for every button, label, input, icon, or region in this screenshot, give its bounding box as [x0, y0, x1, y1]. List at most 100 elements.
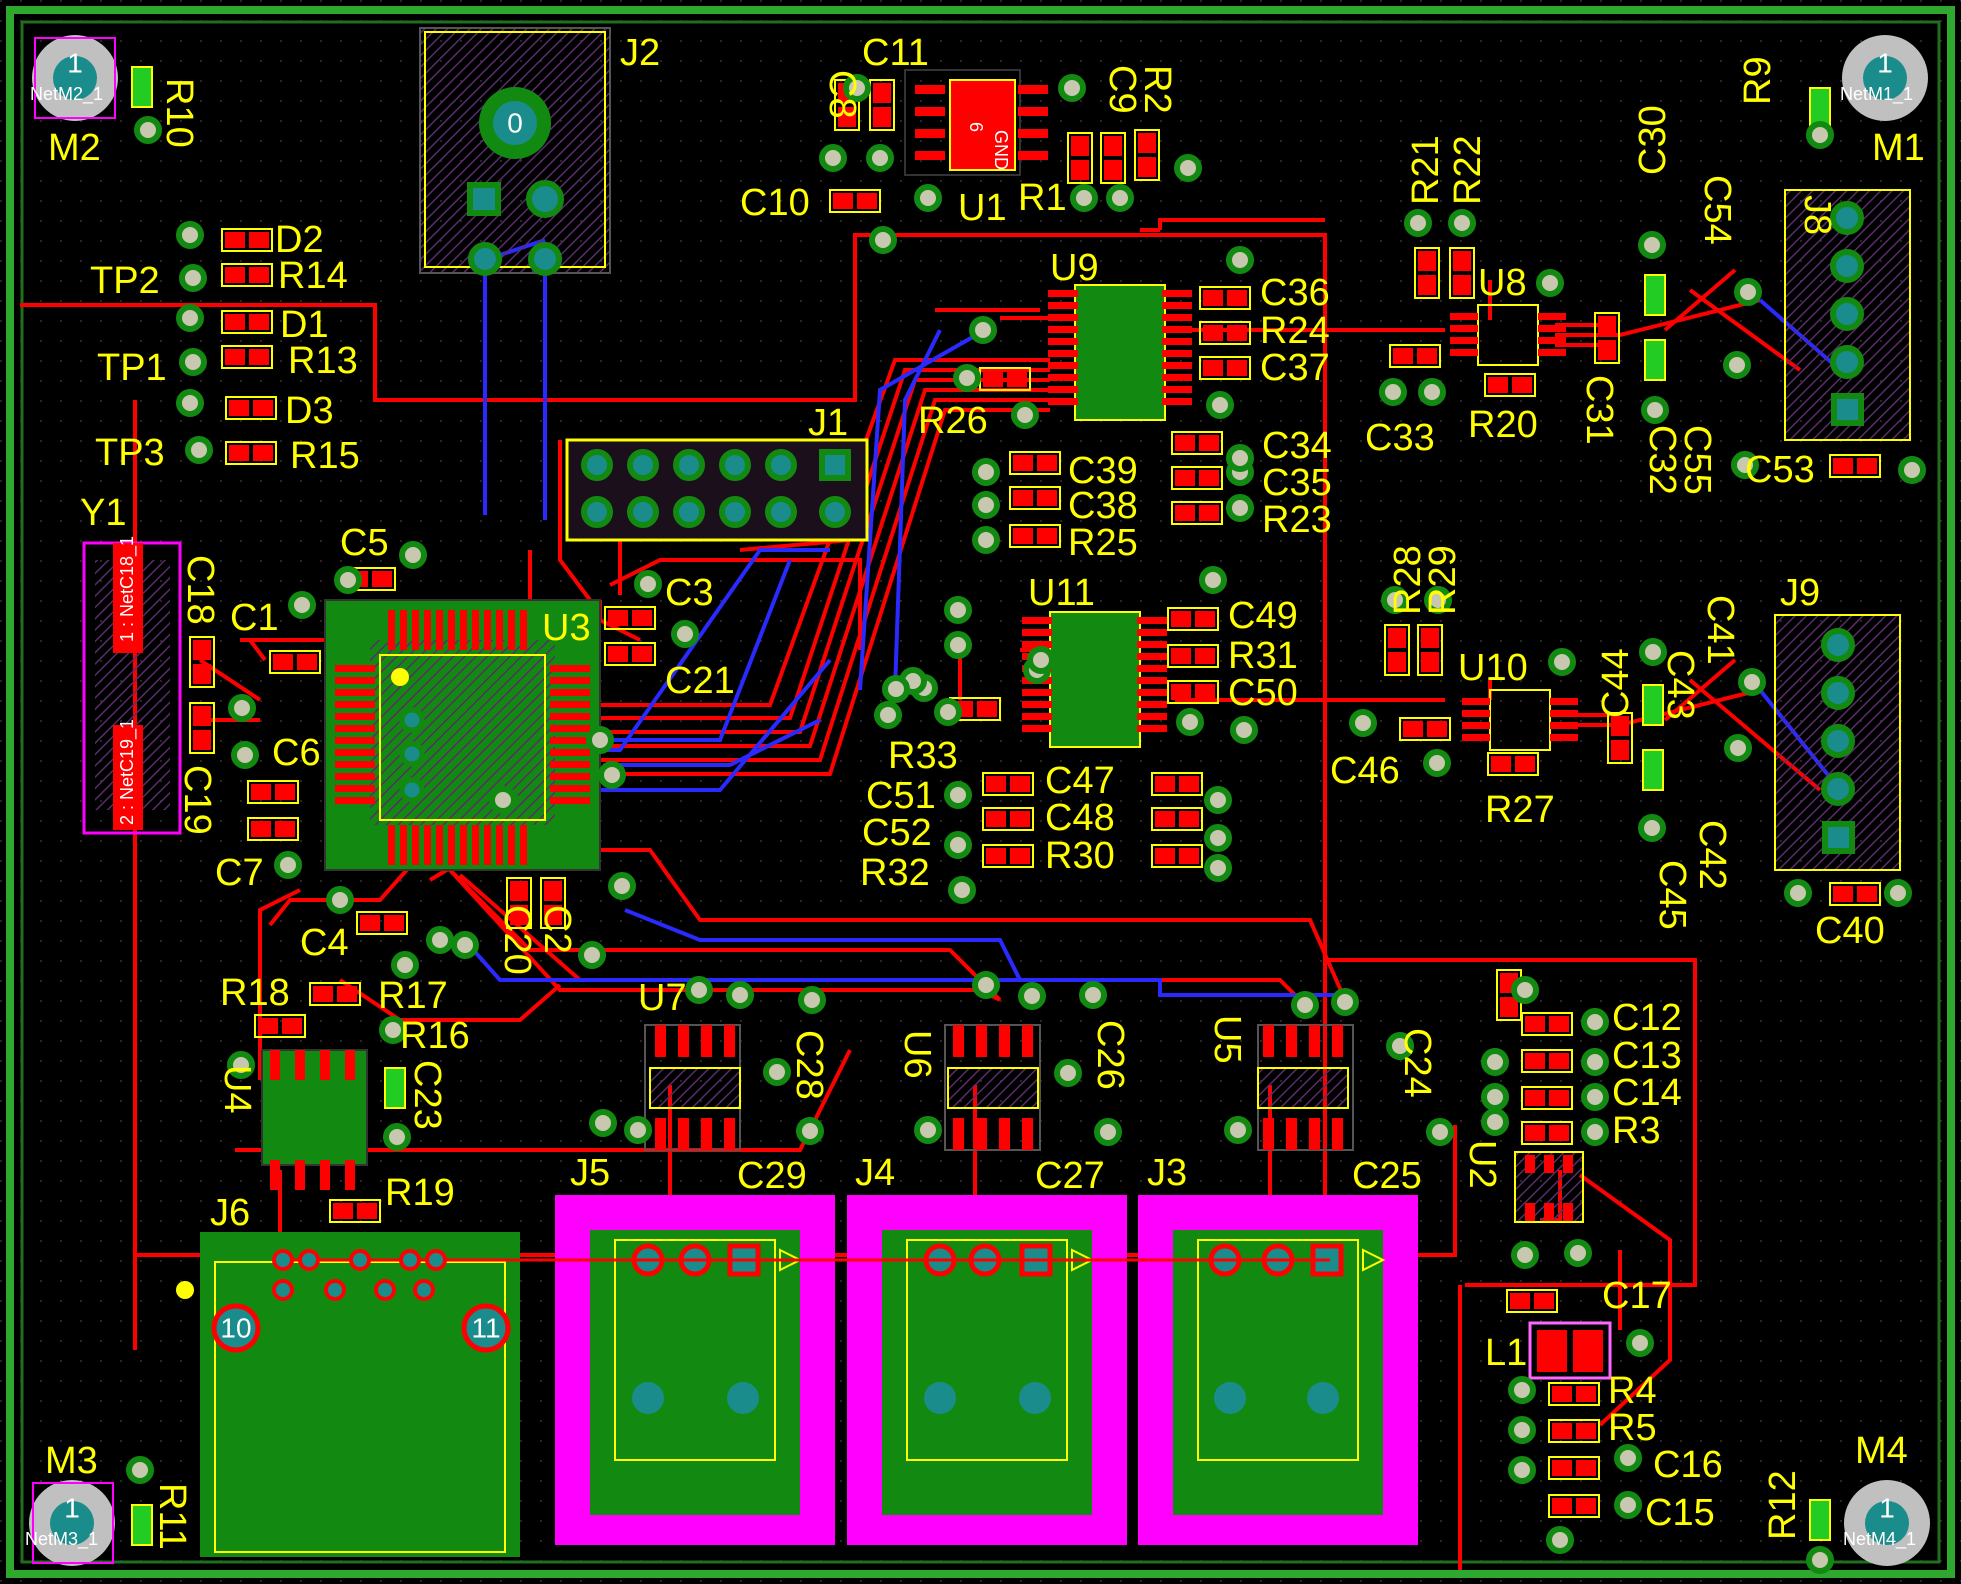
label-c7: C7 — [215, 852, 264, 894]
via — [944, 596, 972, 624]
smd-footprint — [247, 780, 299, 804]
j4-body — [882, 1230, 1092, 1515]
label-r16: R16 — [400, 1015, 470, 1057]
smd-footprint — [1399, 717, 1451, 741]
label-c39: C39 — [1068, 450, 1138, 492]
label-y1: Y1 — [80, 492, 126, 534]
via — [944, 631, 972, 659]
label-j9: J9 — [1780, 572, 1820, 614]
via — [231, 741, 259, 769]
m3-net: NetM3_1 — [25, 1529, 98, 1550]
label-r30: R30 — [1045, 835, 1115, 877]
led-footprint — [131, 1504, 153, 1546]
label-r32: R32 — [860, 852, 930, 894]
via — [944, 831, 972, 859]
label-c10: C10 — [740, 182, 810, 224]
via — [914, 184, 942, 212]
label-c2: C2 — [536, 905, 578, 954]
label-r10: R10 — [158, 78, 200, 148]
silkscreen-labels: R10 M2 M1 R9 M3 M4 R11 R12 J2 J1 J8 J9 J… — [45, 32, 1925, 1550]
label-c11: C11 — [862, 32, 929, 74]
via — [1230, 716, 1258, 744]
u11-ic — [1022, 611, 1167, 748]
u10-ic — [1462, 689, 1578, 751]
j2-pad-label: 0 — [507, 107, 523, 138]
via — [1291, 991, 1319, 1019]
smd-footprint — [1199, 321, 1251, 345]
label-c37: C37 — [1260, 347, 1330, 389]
label-r20: R20 — [1468, 404, 1538, 446]
smd-footprint — [1607, 712, 1633, 764]
label-c18: C18 — [179, 555, 221, 625]
m3-pin: 1 — [64, 1492, 80, 1523]
via — [451, 931, 479, 959]
via — [1638, 814, 1666, 842]
smd-footprint — [1521, 1086, 1573, 1110]
via — [1898, 456, 1926, 484]
label-r19: R19 — [385, 1172, 455, 1214]
smd-footprint — [604, 606, 656, 630]
via — [1508, 1456, 1536, 1484]
mounting-hole-m2: 1 NetM2_1 — [30, 35, 118, 121]
led-footprint — [1809, 1499, 1831, 1541]
label-tp2: TP2 — [90, 260, 160, 302]
via — [176, 389, 204, 417]
j2-connector: 0 — [419, 27, 611, 276]
u1-gnd-mark: GND — [991, 130, 1011, 170]
label-c9: C9 — [1101, 65, 1143, 114]
label-r22: R22 — [1447, 135, 1489, 205]
via — [1226, 494, 1254, 522]
label-r2: R2 — [1136, 65, 1178, 114]
via — [1724, 734, 1752, 762]
smd-footprint — [1009, 451, 1061, 475]
label-u5: U5 — [1206, 1015, 1248, 1064]
via — [1884, 879, 1912, 907]
label-m2: M2 — [48, 127, 101, 169]
smd-footprint — [1009, 524, 1061, 548]
label-c51: C51 — [866, 775, 936, 817]
smd-footprint — [1548, 1494, 1600, 1518]
smd-footprint — [1171, 501, 1223, 525]
label-c42: C42 — [1691, 820, 1733, 890]
smd-footprint — [221, 228, 273, 252]
j1-header — [565, 438, 869, 542]
via — [798, 986, 826, 1014]
via — [185, 436, 213, 464]
smd-footprint — [1506, 1289, 1558, 1313]
label-u7: U7 — [638, 977, 687, 1019]
smd-footprint — [189, 636, 215, 688]
via — [972, 458, 1000, 486]
j8-header — [1784, 189, 1911, 441]
via — [1070, 184, 1098, 212]
smd-footprint — [982, 844, 1034, 868]
via — [274, 851, 302, 879]
smd-footprint — [982, 807, 1034, 831]
smd-footprint — [225, 396, 277, 420]
m2-net: NetM2_1 — [30, 84, 103, 105]
label-c29: C29 — [737, 1155, 807, 1197]
via — [589, 1109, 617, 1137]
label-c25: C25 — [1352, 1155, 1422, 1197]
label-r14: R14 — [278, 255, 348, 297]
via — [634, 570, 662, 598]
smd-footprint — [1829, 882, 1881, 906]
via — [176, 221, 204, 249]
smd-footprint — [1521, 1012, 1573, 1036]
u4-ic — [261, 1049, 368, 1190]
led-footprint — [384, 1067, 406, 1109]
label-c14: C14 — [1612, 1072, 1682, 1114]
label-c41: C41 — [1699, 595, 1741, 665]
label-tp1: TP1 — [97, 347, 167, 389]
smd-footprint — [1171, 431, 1223, 455]
board-outline — [6, 6, 1955, 1578]
via — [1581, 1008, 1609, 1036]
via — [598, 761, 626, 789]
label-c50: C50 — [1228, 672, 1298, 714]
label-j2: J2 — [620, 32, 660, 74]
via — [972, 491, 1000, 519]
via — [972, 971, 1000, 999]
label-c53: C53 — [1745, 449, 1815, 491]
via — [1331, 988, 1359, 1016]
smd-footprint — [1389, 344, 1441, 368]
